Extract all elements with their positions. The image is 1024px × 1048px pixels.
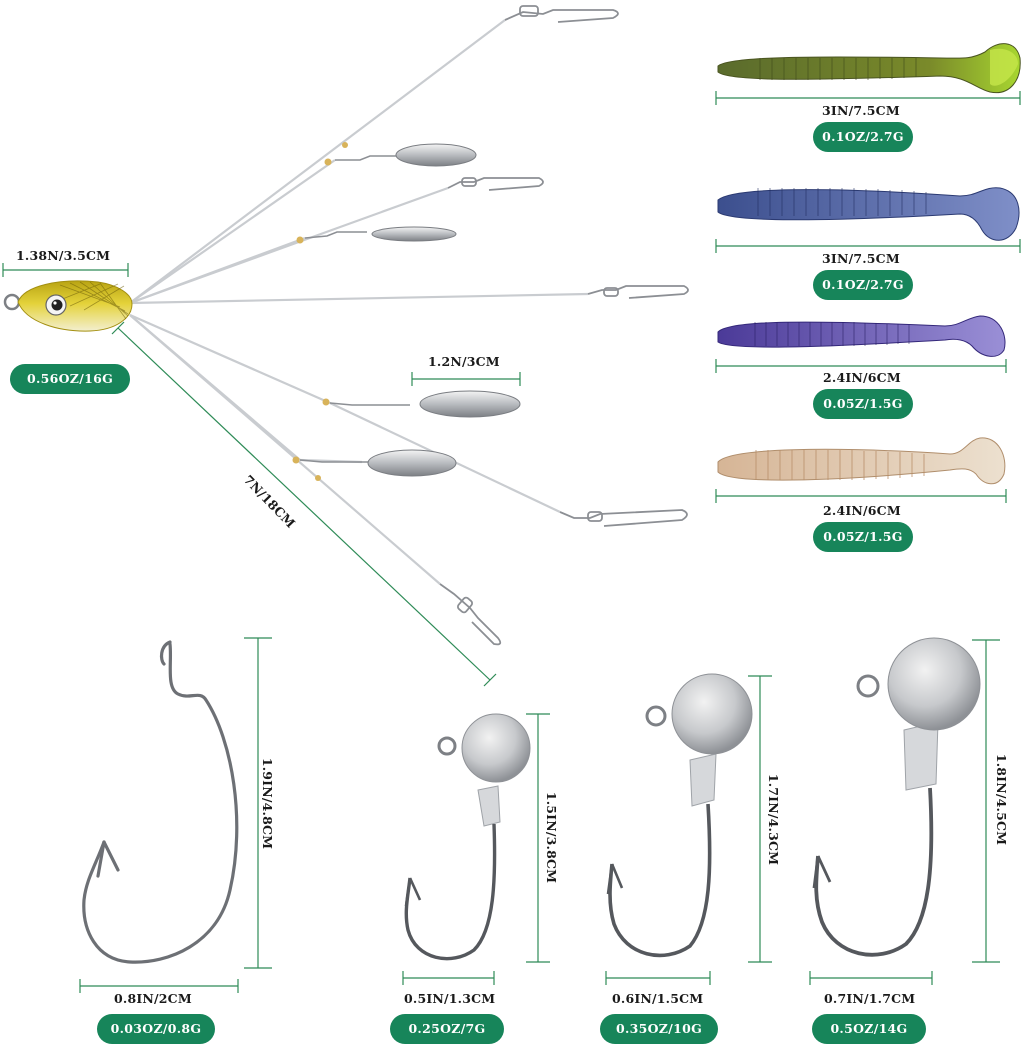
jig-head-large (812, 637, 981, 957)
rig-dimension-lines (2, 263, 521, 687)
swimbait-dimension-lines (715, 91, 1021, 503)
jig-medium-height-label: 1.7IN/4.3CM (766, 773, 782, 866)
hook-dimension-lines (79, 637, 1000, 993)
swimbait-3-weight-badge: 0.05Z/1.5G (813, 389, 913, 419)
jig-large-weight-badge: 0.5OZ/14G (812, 1014, 926, 1044)
rig-head (3, 280, 133, 332)
worm-hook-width-label: 0.8IN/2CM (114, 991, 192, 1006)
swimbait-4-weight-badge: 0.05Z/1.5G (813, 522, 913, 552)
swimbait-3-length-label: 2.4IN/6CM (823, 370, 901, 385)
swimbait-1-length-label: 3IN/7.5CM (822, 103, 900, 118)
willow-blades (292, 142, 521, 481)
blade-length-label: 1.2N/3CM (428, 354, 500, 369)
jig-head-medium (606, 673, 753, 958)
jig-small-height-label: 1.5IN/3.8CM (544, 791, 560, 884)
jig-medium-width-label: 0.6IN/1.5CM (612, 991, 704, 1006)
offset-worm-hook (82, 640, 239, 964)
swimbait-purple (717, 315, 1006, 357)
swimbait-2-length-label: 3IN/7.5CM (822, 251, 900, 266)
swimbait-blue (717, 187, 1020, 241)
swimbait-green (717, 43, 1021, 94)
rig-wire-arms (129, 19, 589, 585)
jig-large-width-label: 0.7IN/1.7CM (824, 991, 916, 1006)
jig-medium-weight-badge: 0.35OZ/10G (600, 1014, 718, 1044)
jig-large-height-label: 1.8IN/4.5CM (994, 753, 1010, 846)
worm-hook-weight-badge: 0.03OZ/0.8G (97, 1014, 215, 1044)
swimbait-4-length-label: 2.4IN/6CM (823, 503, 901, 518)
rig-head-weight-badge: 0.56OZ/16G (10, 364, 130, 394)
snap-swivels (439, 5, 689, 646)
umbrella-rig (2, 5, 689, 687)
jig-head-small (404, 713, 531, 961)
rig-head-length-label: 1.38N/3.5CM (16, 248, 111, 263)
jig-small-width-label: 0.5IN/1.3CM (404, 991, 496, 1006)
jig-small-weight-badge: 0.25OZ/7G (390, 1014, 504, 1044)
swimbait-1-weight-badge: 0.1OZ/2.7G (813, 122, 913, 152)
swimbait-tan (717, 437, 1006, 485)
swimbait-2-weight-badge: 0.1OZ/2.7G (813, 270, 913, 300)
worm-hook-height-label: 1.9IN/4.8CM (260, 757, 276, 850)
